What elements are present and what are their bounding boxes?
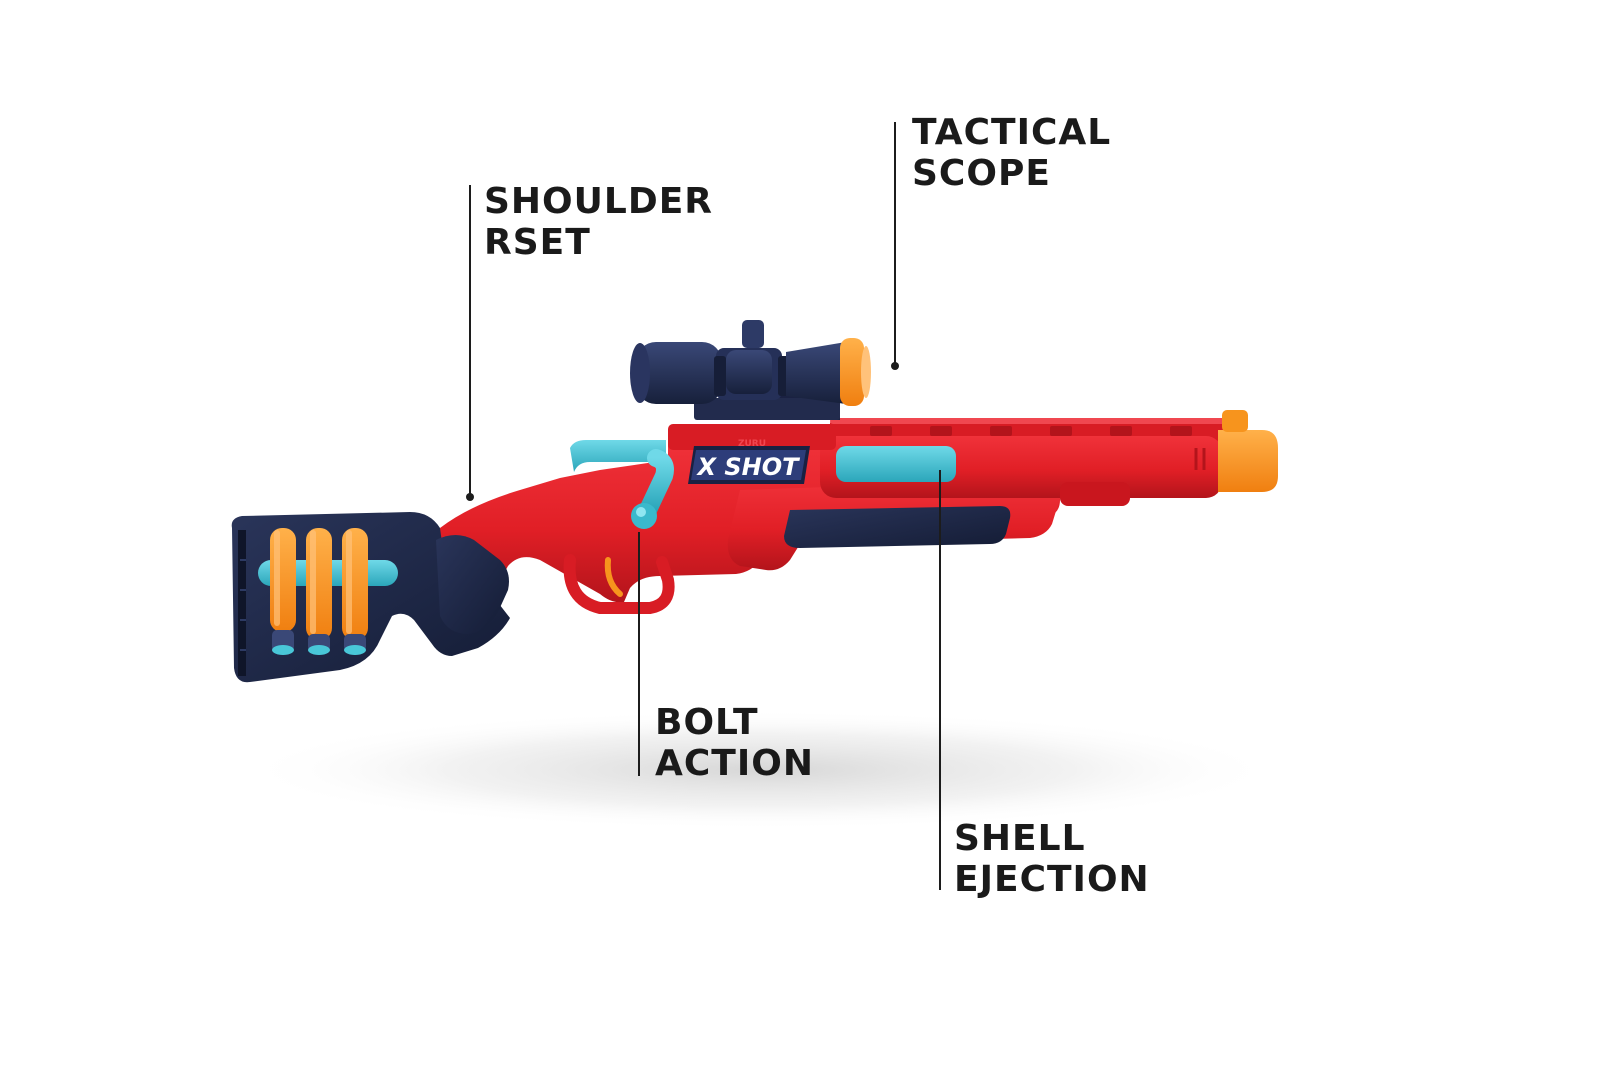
bolt-action-label: BOLT ACTION [655,702,814,784]
tactical-scope-leader-line [894,122,896,366]
shell-ejection-leader-line [939,470,941,890]
shoulder-rest-label-line2: RSET [484,222,591,263]
trigger-guard [563,554,675,614]
bolt-action-label-line1: BOLT [655,702,759,743]
tactical-scope-label-line1: TACTICAL [912,112,1112,153]
shoulder-rest-leader-dot [466,493,474,501]
muzzle-tip [1218,430,1278,492]
zuru-mark: ZURU [738,439,766,449]
tactical-scope [630,320,871,420]
grip-insert [436,535,509,634]
tactical-scope-label: TACTICAL SCOPE [912,112,1111,194]
under-barrel-tube [1060,482,1130,506]
tactical-scope-label-line2: SCOPE [912,153,1051,194]
bolt-handle [639,449,674,519]
floor-shadow [240,710,1280,830]
bolt-rail [570,440,666,472]
bolt-action-label-line2: ACTION [655,743,814,784]
shell-ejection-label-line2: EJECTION [954,859,1150,900]
shoulder-rest-leader-line [469,185,471,497]
tactical-scope-leader-dot [891,362,899,370]
trigger [604,557,623,597]
xshot-logo: X SHOT ZURU [688,439,810,484]
bolt-action-leader-line [638,532,640,776]
shell-ejection-label-line1: SHELL [954,818,1086,859]
xshot-logo-text: X SHOT [695,453,800,481]
shell-ejection-label: SHELL EJECTION [954,818,1150,900]
foam-dart-shells [270,528,368,655]
shoulder-rest-label: SHOULDER RSET [484,181,713,263]
shoulder-rest-label-line1: SHOULDER [484,181,714,222]
ejection-port [836,446,956,482]
forend-panel [784,506,1011,548]
